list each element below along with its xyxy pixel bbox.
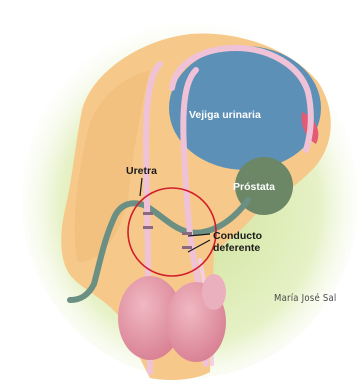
label-vas-deferens-line2: deferente <box>213 242 260 254</box>
author-credit: María José Sal <box>274 293 336 304</box>
label-bladder: Vejiga urinaria <box>189 109 261 121</box>
bladder <box>169 46 321 170</box>
epididymis-right <box>202 274 226 310</box>
label-urethra: Uretra <box>126 165 157 177</box>
label-vas-deferens-line1: Conducto <box>213 230 262 242</box>
label-prostate: Próstata <box>233 181 275 193</box>
